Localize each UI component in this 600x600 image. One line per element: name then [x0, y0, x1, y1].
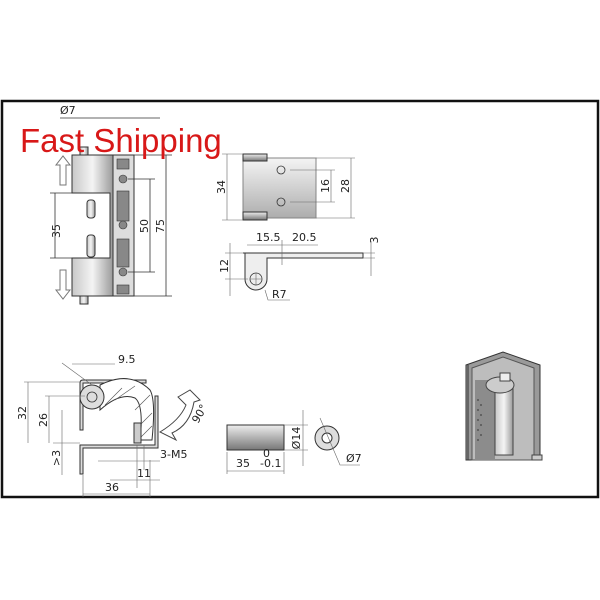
fast-shipping-banner: Fast Shipping	[20, 122, 222, 159]
dim-inner-dia: Ø7	[346, 452, 362, 465]
dim-tab-height: 28	[339, 179, 352, 193]
dim-b: 20.5	[292, 231, 317, 244]
dim-thread: 3-M5	[160, 448, 187, 461]
dim-pin-dia: Ø7	[60, 104, 76, 117]
section-view: 9.5 32 26 >3 11 3-M5 36 90°	[16, 353, 210, 497]
pin-view: 35 0 -0.1 Ø14 Ø7	[226, 410, 362, 474]
dim-a: 15.5	[256, 231, 281, 244]
arrow-down-icon	[54, 269, 72, 300]
dim-hole-spacing: 16	[319, 179, 332, 193]
dim-hole-pitch: 50	[138, 219, 151, 233]
rotate-arrow-icon	[158, 389, 201, 442]
side-view: 15.5 20.5 3 12 R7	[218, 231, 381, 301]
dim-w11: 11	[137, 467, 151, 480]
dim-length: 35	[236, 457, 250, 470]
dim-h32: 32	[16, 406, 29, 420]
dim-radius: R7	[272, 288, 287, 301]
dim-w36: 36	[105, 481, 119, 494]
arrow-up-icon	[54, 155, 72, 186]
dim-h26: 26	[37, 413, 50, 427]
front-view: Ø7 35 50 75	[50, 104, 172, 305]
dim-offset: 9.5	[118, 353, 136, 366]
dim-outer-dia: Ø14	[290, 427, 303, 450]
dim-tol-lower: -0.1	[260, 457, 281, 470]
dim-height: 75	[154, 219, 167, 233]
top-view: 34 16 28	[215, 153, 355, 221]
dim-eye: 12	[218, 259, 231, 273]
dim-min3: >3	[50, 450, 63, 466]
dim-width: 34	[215, 180, 228, 194]
hinge-3d-render	[465, 351, 543, 461]
dim-thickness: 3	[368, 237, 381, 244]
dim-gap: 35	[50, 224, 63, 238]
dim-tol-upper: 0	[263, 447, 270, 460]
